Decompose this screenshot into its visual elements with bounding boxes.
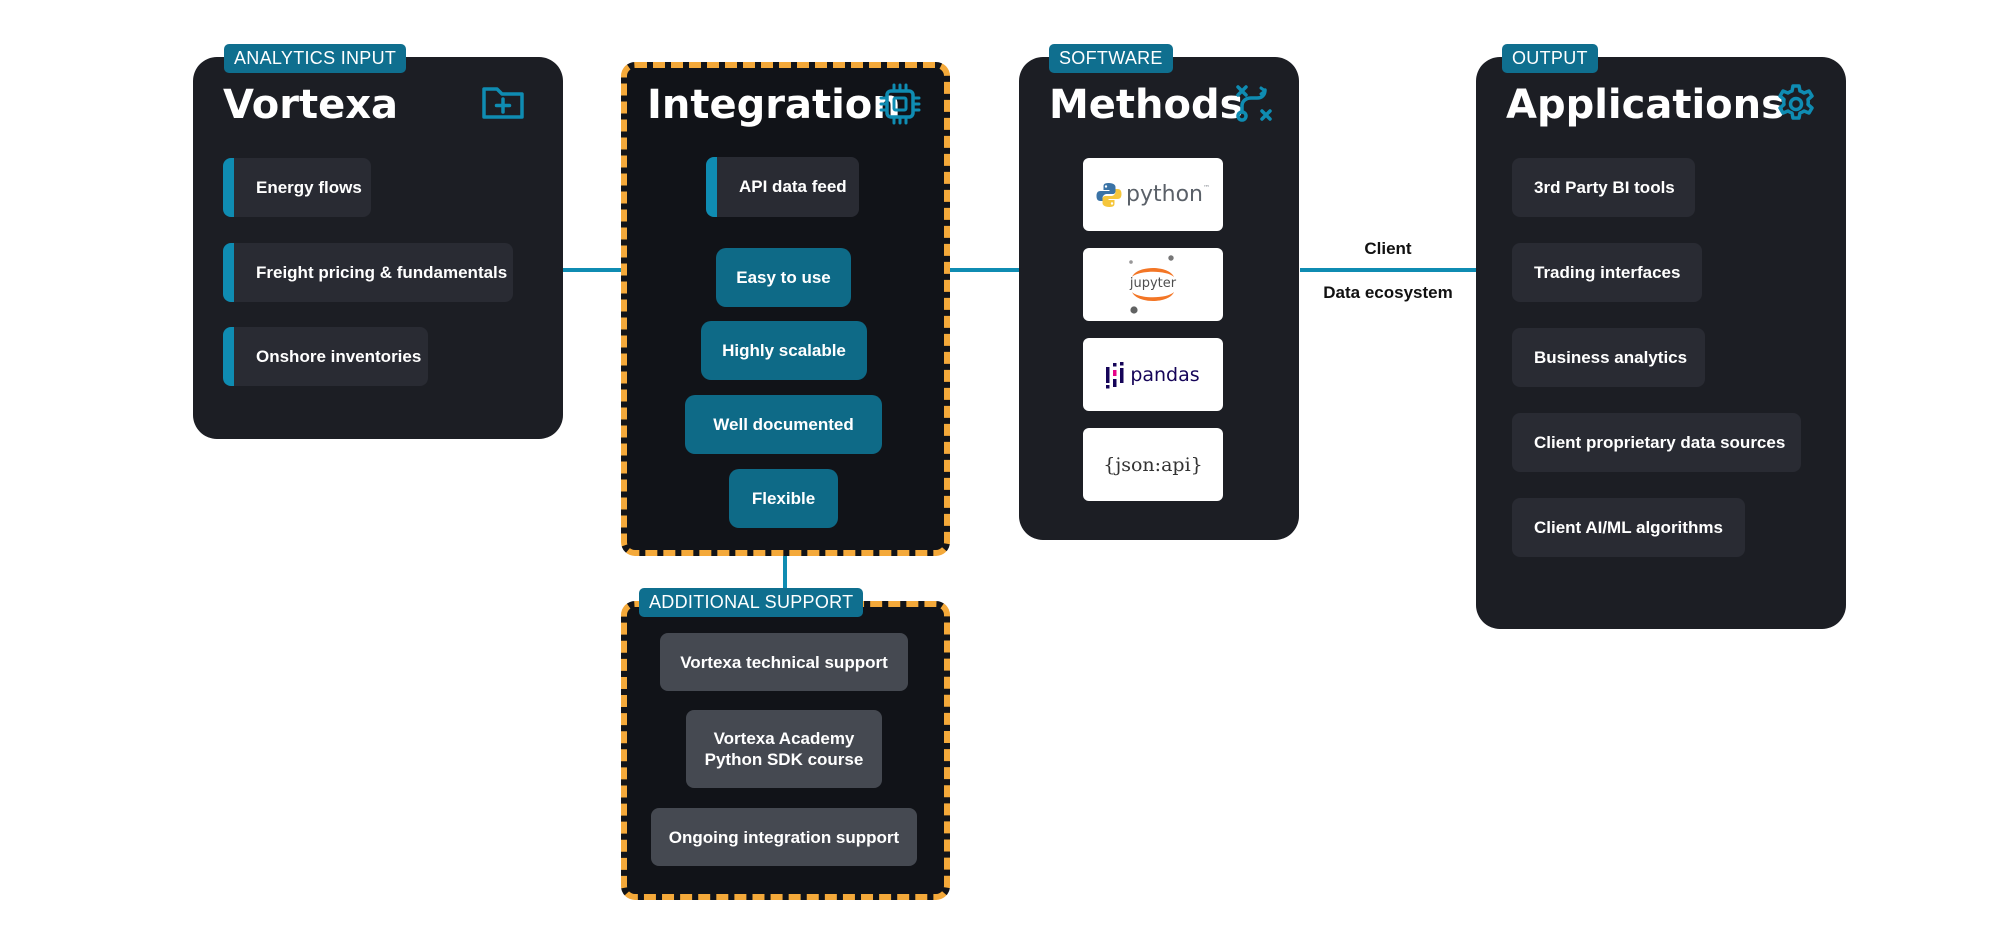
- app-item-business-analytics: Business analytics: [1512, 328, 1705, 387]
- connector-label-data-ecosystem: Data ecosystem: [1323, 283, 1453, 302]
- python-logo: python ™: [1083, 158, 1223, 231]
- app-item-proprietary-sources: Client proprietary data sources: [1512, 413, 1801, 472]
- connector-vortexa-integration: [562, 268, 624, 272]
- jupyter-orbit-icon: [1129, 255, 1174, 314]
- methods-tag: SOFTWARE: [1049, 44, 1173, 73]
- vortexa-title: Vortexa: [223, 82, 399, 128]
- vortexa-tag: ANALYTICS INPUT: [224, 44, 407, 73]
- feature-highly-scalable: Highly scalable: [701, 321, 867, 380]
- feature-well-documented: Well documented: [685, 395, 882, 454]
- feature-easy-to-use: Easy to use: [716, 248, 851, 307]
- vortexa-item-freight-pricing: Freight pricing & fundamentals: [223, 243, 513, 302]
- vortexa-item-onshore-inventories: Onshore inventories: [223, 327, 428, 386]
- pandas-bars-icon: [1106, 361, 1124, 388]
- integration-title: Integration: [647, 82, 901, 128]
- connector-methods-applications: [1300, 268, 1476, 272]
- folder-plus-icon: [481, 83, 525, 126]
- connector-integration-methods: [950, 268, 1022, 272]
- methods-title: Methods: [1049, 82, 1244, 128]
- connector-integration-support: [783, 556, 787, 604]
- python-trademark: ™: [1202, 184, 1210, 192]
- python-snake-icon: [1096, 182, 1122, 207]
- applications-title: Applications: [1506, 82, 1785, 128]
- applications-tag: OUTPUT: [1502, 44, 1598, 73]
- jupyter-wordmark: jupyter: [1129, 276, 1177, 291]
- support-item-technical: Vortexa technical support: [660, 633, 908, 691]
- pandas-wordmark: pandas: [1130, 363, 1200, 386]
- jsonapi-wordmark: {json:api}: [1103, 453, 1203, 476]
- app-item-bi-tools: 3rd Party BI tools: [1512, 158, 1695, 217]
- jsonapi-logo: {json:api}: [1083, 428, 1223, 501]
- support-tag: ADDITIONAL SUPPORT: [639, 588, 864, 617]
- gear-icon: [1775, 83, 1817, 130]
- feature-flexible: Flexible: [729, 469, 838, 528]
- support-item-academy: Vortexa Academy Python SDK course: [686, 710, 882, 788]
- vortexa-item-energy-flows: Energy flows: [223, 158, 371, 217]
- pandas-logo: pandas: [1083, 338, 1223, 411]
- jupyter-logo: jupyter: [1083, 248, 1223, 321]
- support-item-ongoing: Ongoing integration support: [651, 808, 917, 866]
- route-icon: [1234, 83, 1274, 128]
- app-item-ai-ml: Client AI/ML algorithms: [1512, 498, 1745, 557]
- integration-feed: API data feed: [706, 157, 859, 217]
- connector-label-client: Client: [1364, 239, 1412, 258]
- app-item-trading-interfaces: Trading interfaces: [1512, 243, 1702, 302]
- python-wordmark: python: [1126, 182, 1203, 207]
- chip-icon: [879, 83, 921, 130]
